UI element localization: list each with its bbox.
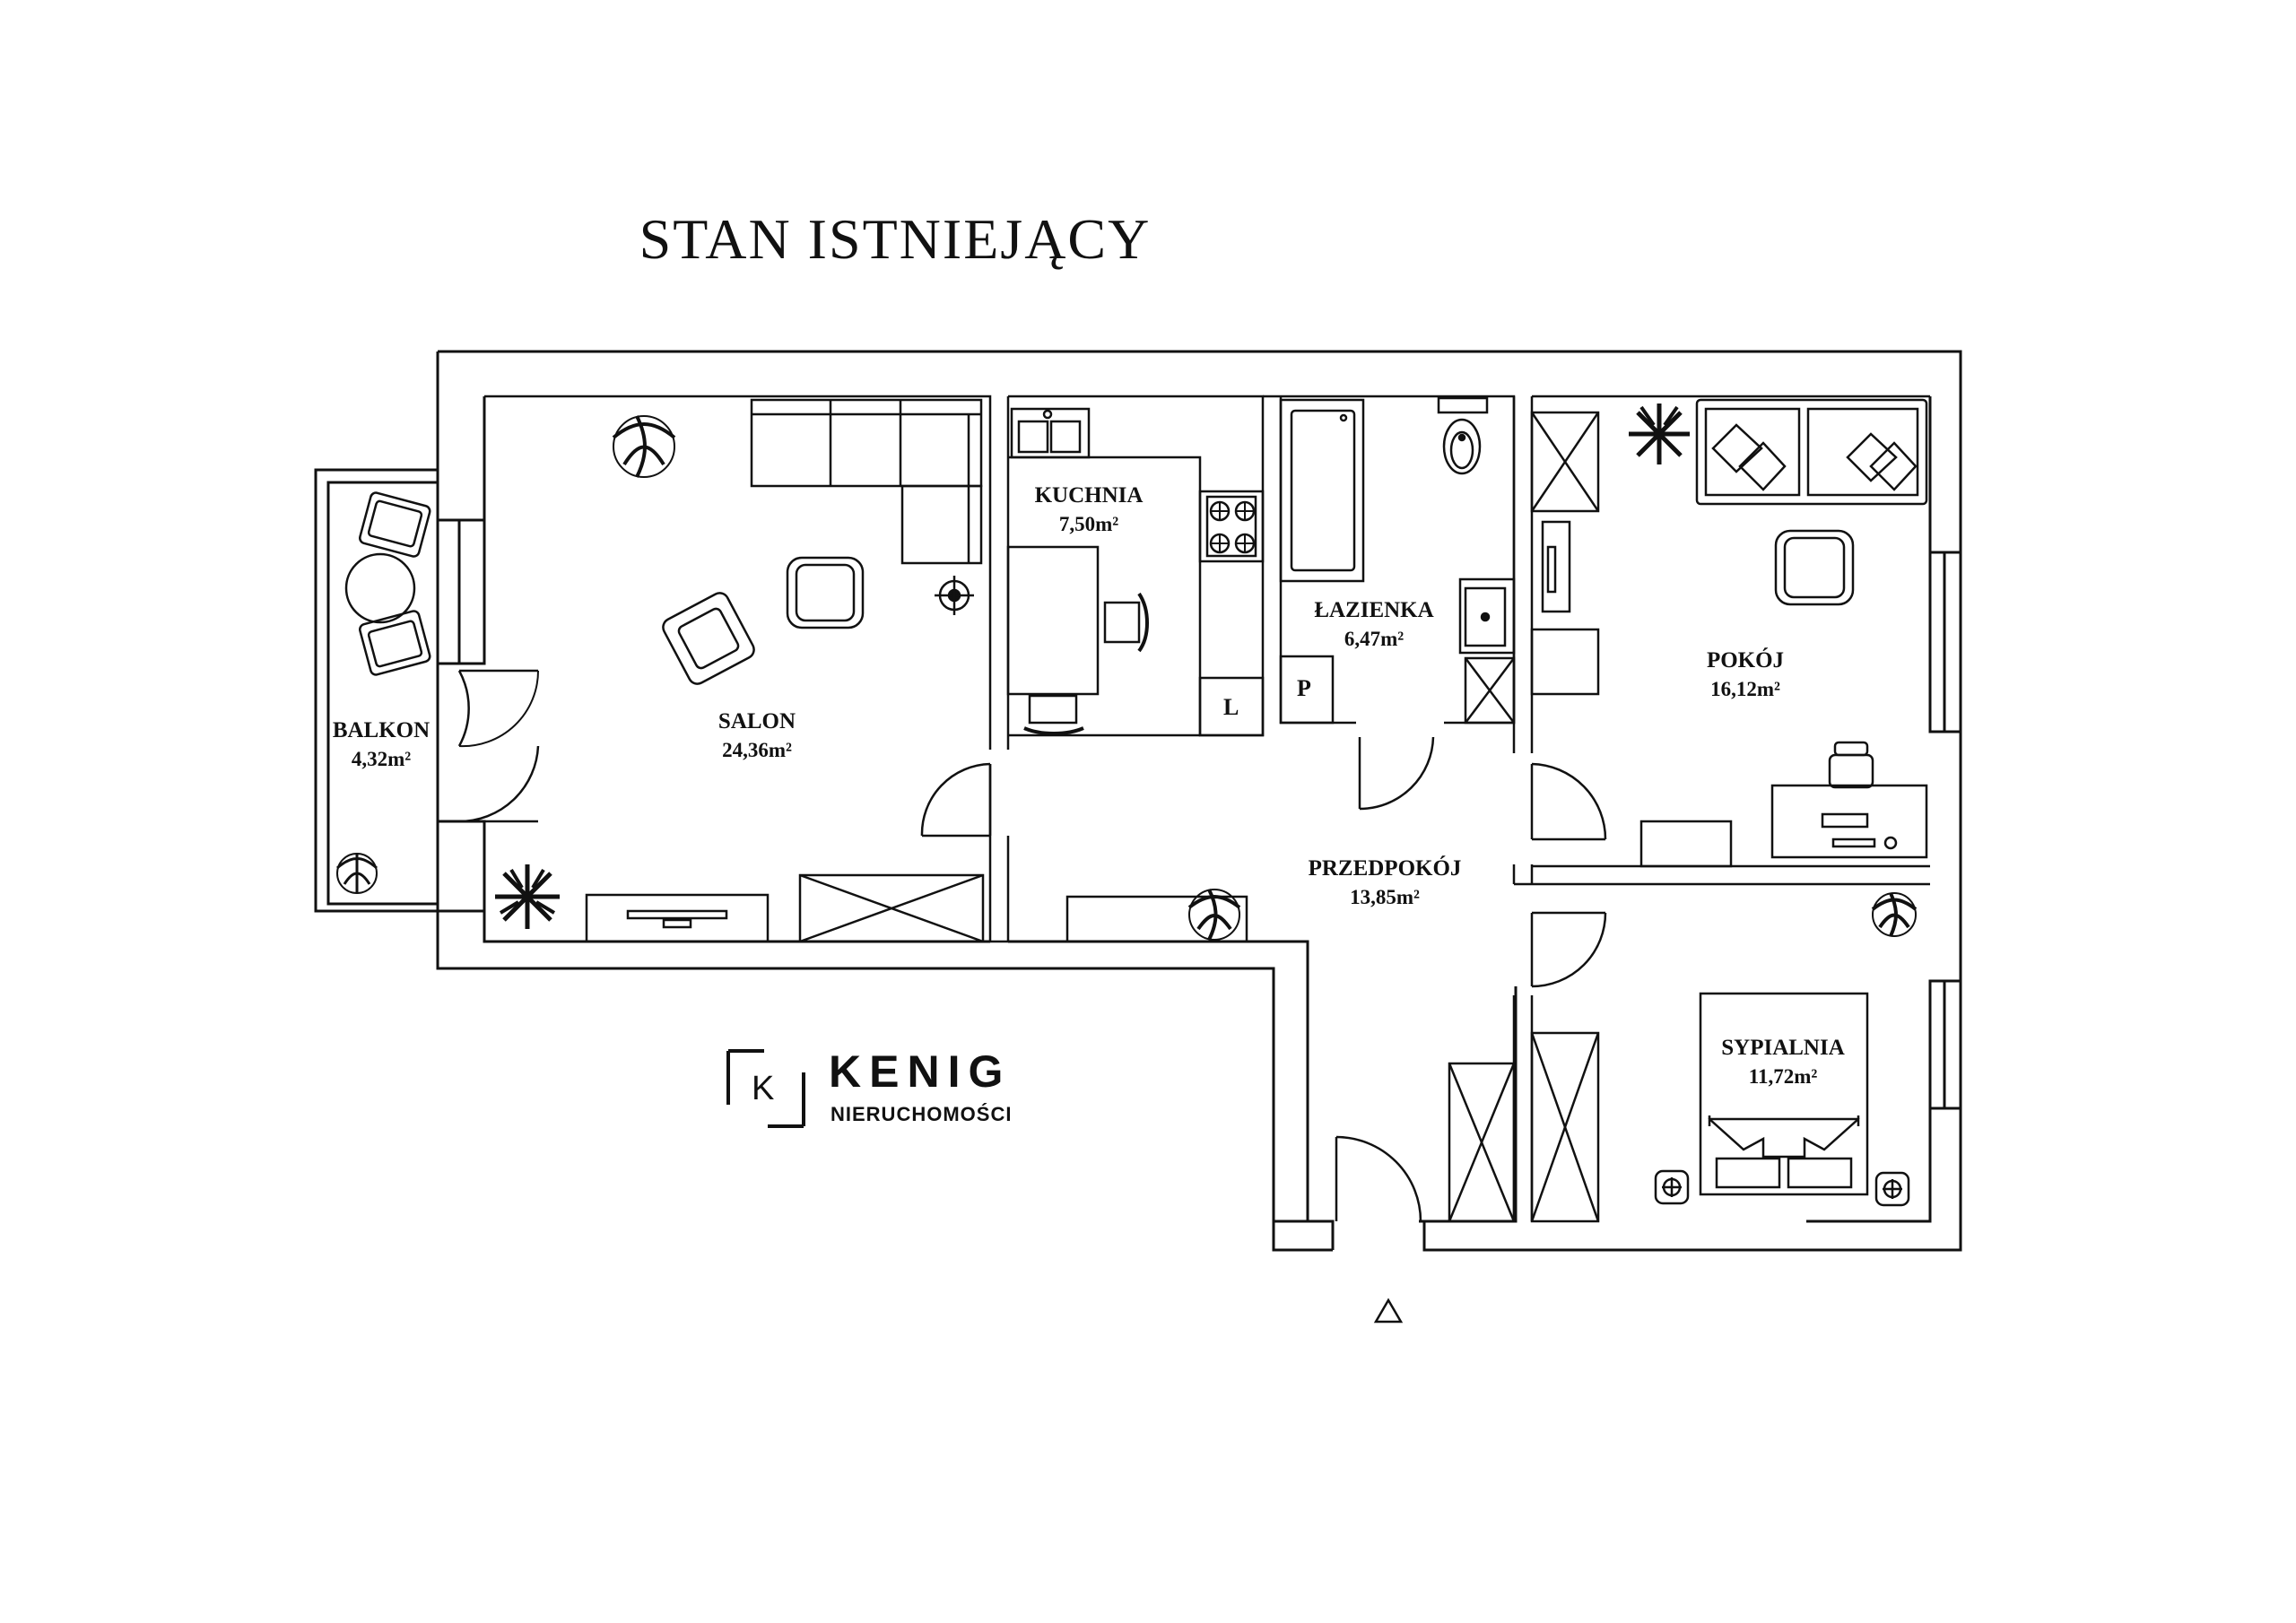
plant-icon [1629, 404, 1690, 464]
toilet-icon [1437, 396, 1489, 475]
corridor-furniture [1065, 889, 1516, 1223]
fridge-label: L [1223, 694, 1239, 720]
fridge-icon [1198, 676, 1265, 737]
doors [457, 669, 1607, 1222]
lamp-icon [935, 576, 974, 615]
lamp-icon [1654, 1169, 1690, 1205]
desk-icon [1770, 741, 1928, 859]
room-name-przedpokoj: PRZEDPOKÓJ [1309, 855, 1462, 881]
room-name-kuchnia: KUCHNIA [1035, 483, 1144, 508]
room-area-kuchnia: 7,50m² [1059, 513, 1118, 535]
room-area-balkon: 4,32m² [352, 748, 411, 770]
sink-icon [1458, 577, 1516, 655]
sypialnia-furniture [1530, 892, 1918, 1223]
sypialnia-door[interactable] [1530, 911, 1607, 988]
armchair-icon [662, 592, 755, 685]
coffee-table-icon [786, 556, 865, 629]
bathtub-icon [1279, 398, 1365, 583]
room-area-lazienka: 6,47m² [1344, 628, 1404, 650]
bed-icon [1699, 992, 1869, 1196]
cabinet-icon [1065, 895, 1248, 943]
salon-furniture [495, 398, 985, 943]
room-name-balkon: BALKON [333, 718, 430, 742]
logo-name: KENIG [829, 1046, 1011, 1097]
room-area-salon: 24,36m² [722, 739, 792, 761]
brand-logo: K KENIG NIERUCHOMOŚCI [726, 1046, 1012, 1128]
plant-icon [612, 415, 676, 478]
bathroom-furniture: P [1279, 396, 1516, 725]
lamp-icon [1874, 1171, 1910, 1207]
room-name-salon: SALON [718, 709, 796, 733]
room-area-pokoj: 16,12m² [1710, 678, 1780, 700]
stove-icon [1198, 490, 1265, 563]
tv-cabinet-icon [585, 893, 770, 943]
logo-subtitle: NIERUCHOMOŚCI [831, 1103, 1012, 1125]
shower-tray-icon [1464, 656, 1516, 725]
coffee-table-icon [1774, 529, 1855, 606]
pokoj-door[interactable] [1530, 762, 1607, 841]
pokoj-furniture [1530, 398, 1928, 868]
plant-icon [1187, 889, 1241, 941]
tv-icon [1541, 520, 1571, 613]
armchair-icon [359, 610, 431, 676]
page-title: STAN ISTNIEJĄCY [639, 207, 1152, 271]
balcony-furniture [336, 491, 431, 894]
outer-walls [314, 350, 1962, 1252]
room-name-sypialnia: SYPIALNIA [1721, 1036, 1845, 1060]
boiler-label: P [1297, 675, 1311, 701]
plant-icon [336, 853, 378, 894]
sofa-icon [1695, 398, 1928, 506]
entrance-door[interactable] [1335, 1135, 1422, 1222]
table-icon [1006, 545, 1100, 696]
armchair-icon [359, 491, 431, 558]
room-area-przedpokoj: 13,85m² [1350, 886, 1420, 908]
balcony-table-icon [344, 552, 416, 624]
entrance-arrow-icon [1373, 1298, 1404, 1324]
chair-icon [1023, 694, 1084, 735]
wardrobe-icon [1530, 411, 1600, 696]
kitchen-furniture: L [1006, 407, 1265, 737]
wardrobe-icon [1530, 1031, 1600, 1223]
sofa-icon [750, 398, 983, 565]
logo-bracket-icon [726, 1049, 805, 1128]
bathroom-door[interactable] [1358, 736, 1435, 811]
logo-mark: K [752, 1070, 774, 1107]
wardrobe-icon [1448, 1062, 1516, 1223]
boiler-icon: P [1279, 655, 1335, 725]
room-area-sypialnia: 11,72m² [1749, 1065, 1818, 1088]
wardrobe-icon [798, 873, 985, 943]
room-name-lazienka: ŁAZIENKA [1314, 598, 1433, 622]
shelf-icon [1639, 820, 1733, 868]
salon-door[interactable] [920, 762, 992, 838]
plant-icon [495, 864, 560, 929]
plant-icon [1871, 892, 1918, 937]
sink-icon [1010, 407, 1091, 459]
chair-icon [1103, 592, 1149, 653]
room-name-pokoj: POKÓJ [1707, 647, 1784, 673]
balcony-door[interactable] [457, 669, 540, 823]
